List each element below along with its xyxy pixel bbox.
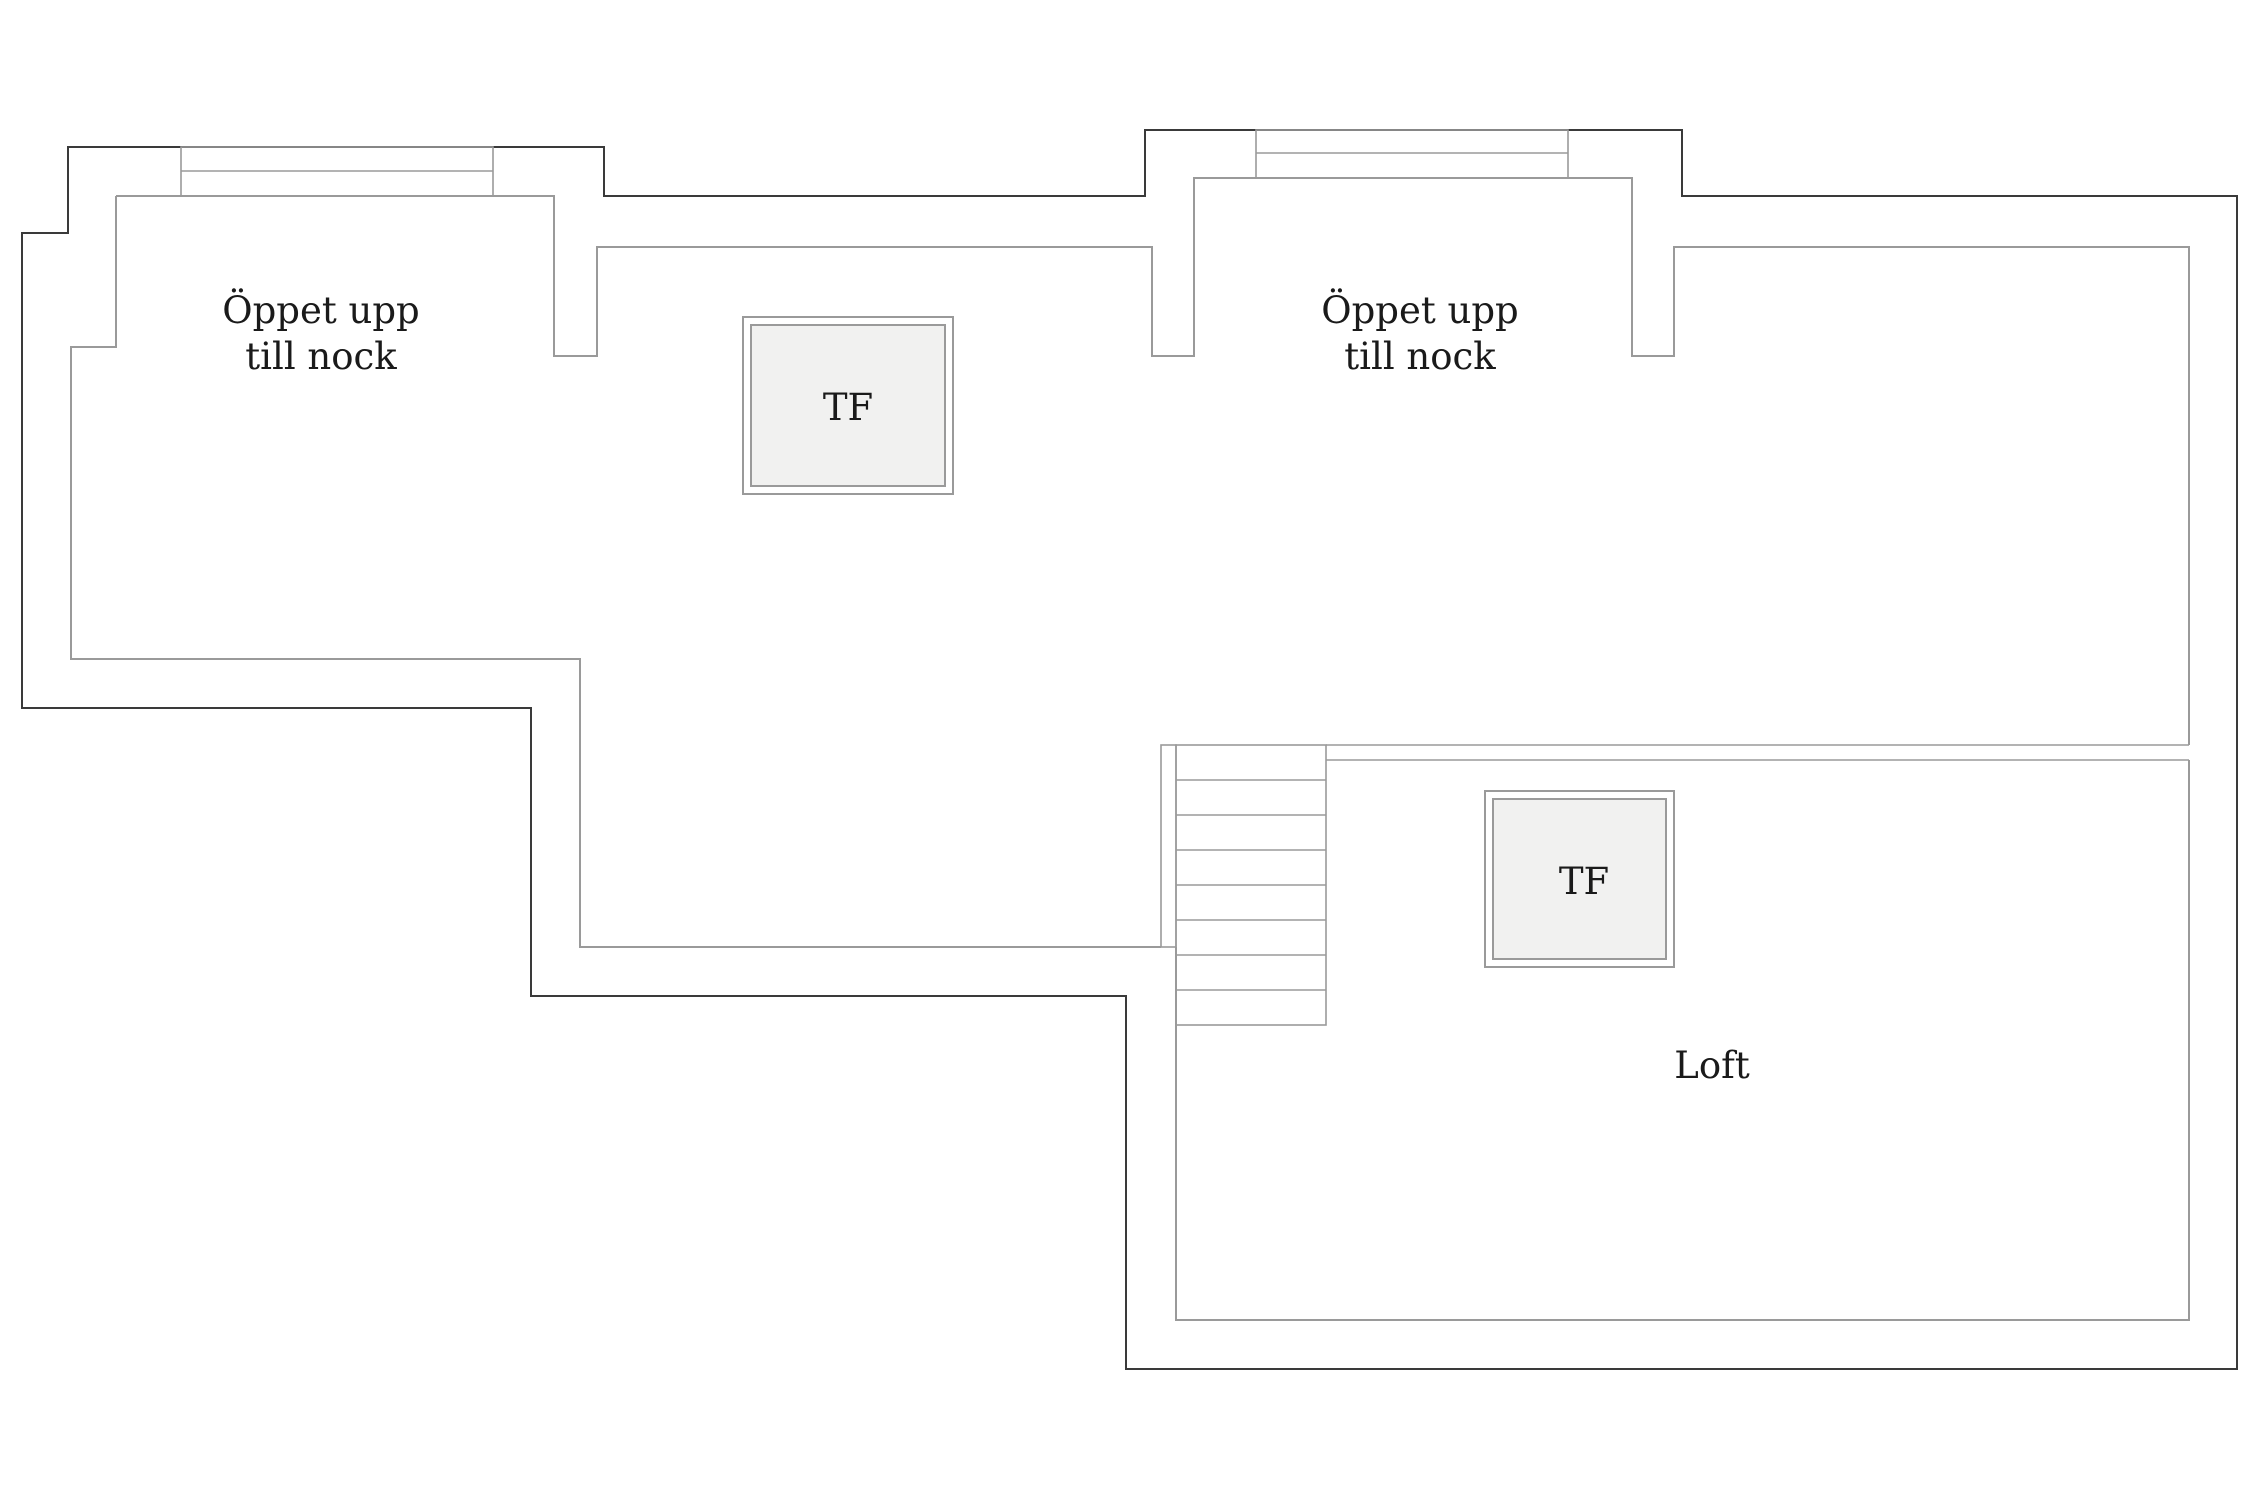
room-label-open-right-line2: till nock (1344, 335, 1496, 378)
stair (1160, 744, 1327, 1026)
window-left (180, 146, 494, 197)
tf-lower: TF (1484, 790, 1675, 968)
room-label-open-right-line1: Öppet upp (1321, 288, 1518, 332)
inner-wall-loft (1175, 760, 2190, 1321)
window-right (1255, 129, 1569, 179)
tf-upper-label: TF (823, 386, 873, 429)
outer-wall (21, 129, 2238, 1370)
tf-lower-label: TF (1559, 860, 1609, 903)
room-label-open-left-line1: Öppet upp (222, 288, 419, 332)
inner-wall-upper (70, 177, 2190, 948)
stair-rail (1160, 744, 1177, 948)
room-label-loft: Loft (1674, 1044, 1750, 1087)
room-label-open-left-line2: till nock (245, 335, 397, 378)
tf-upper: TF (742, 316, 954, 495)
